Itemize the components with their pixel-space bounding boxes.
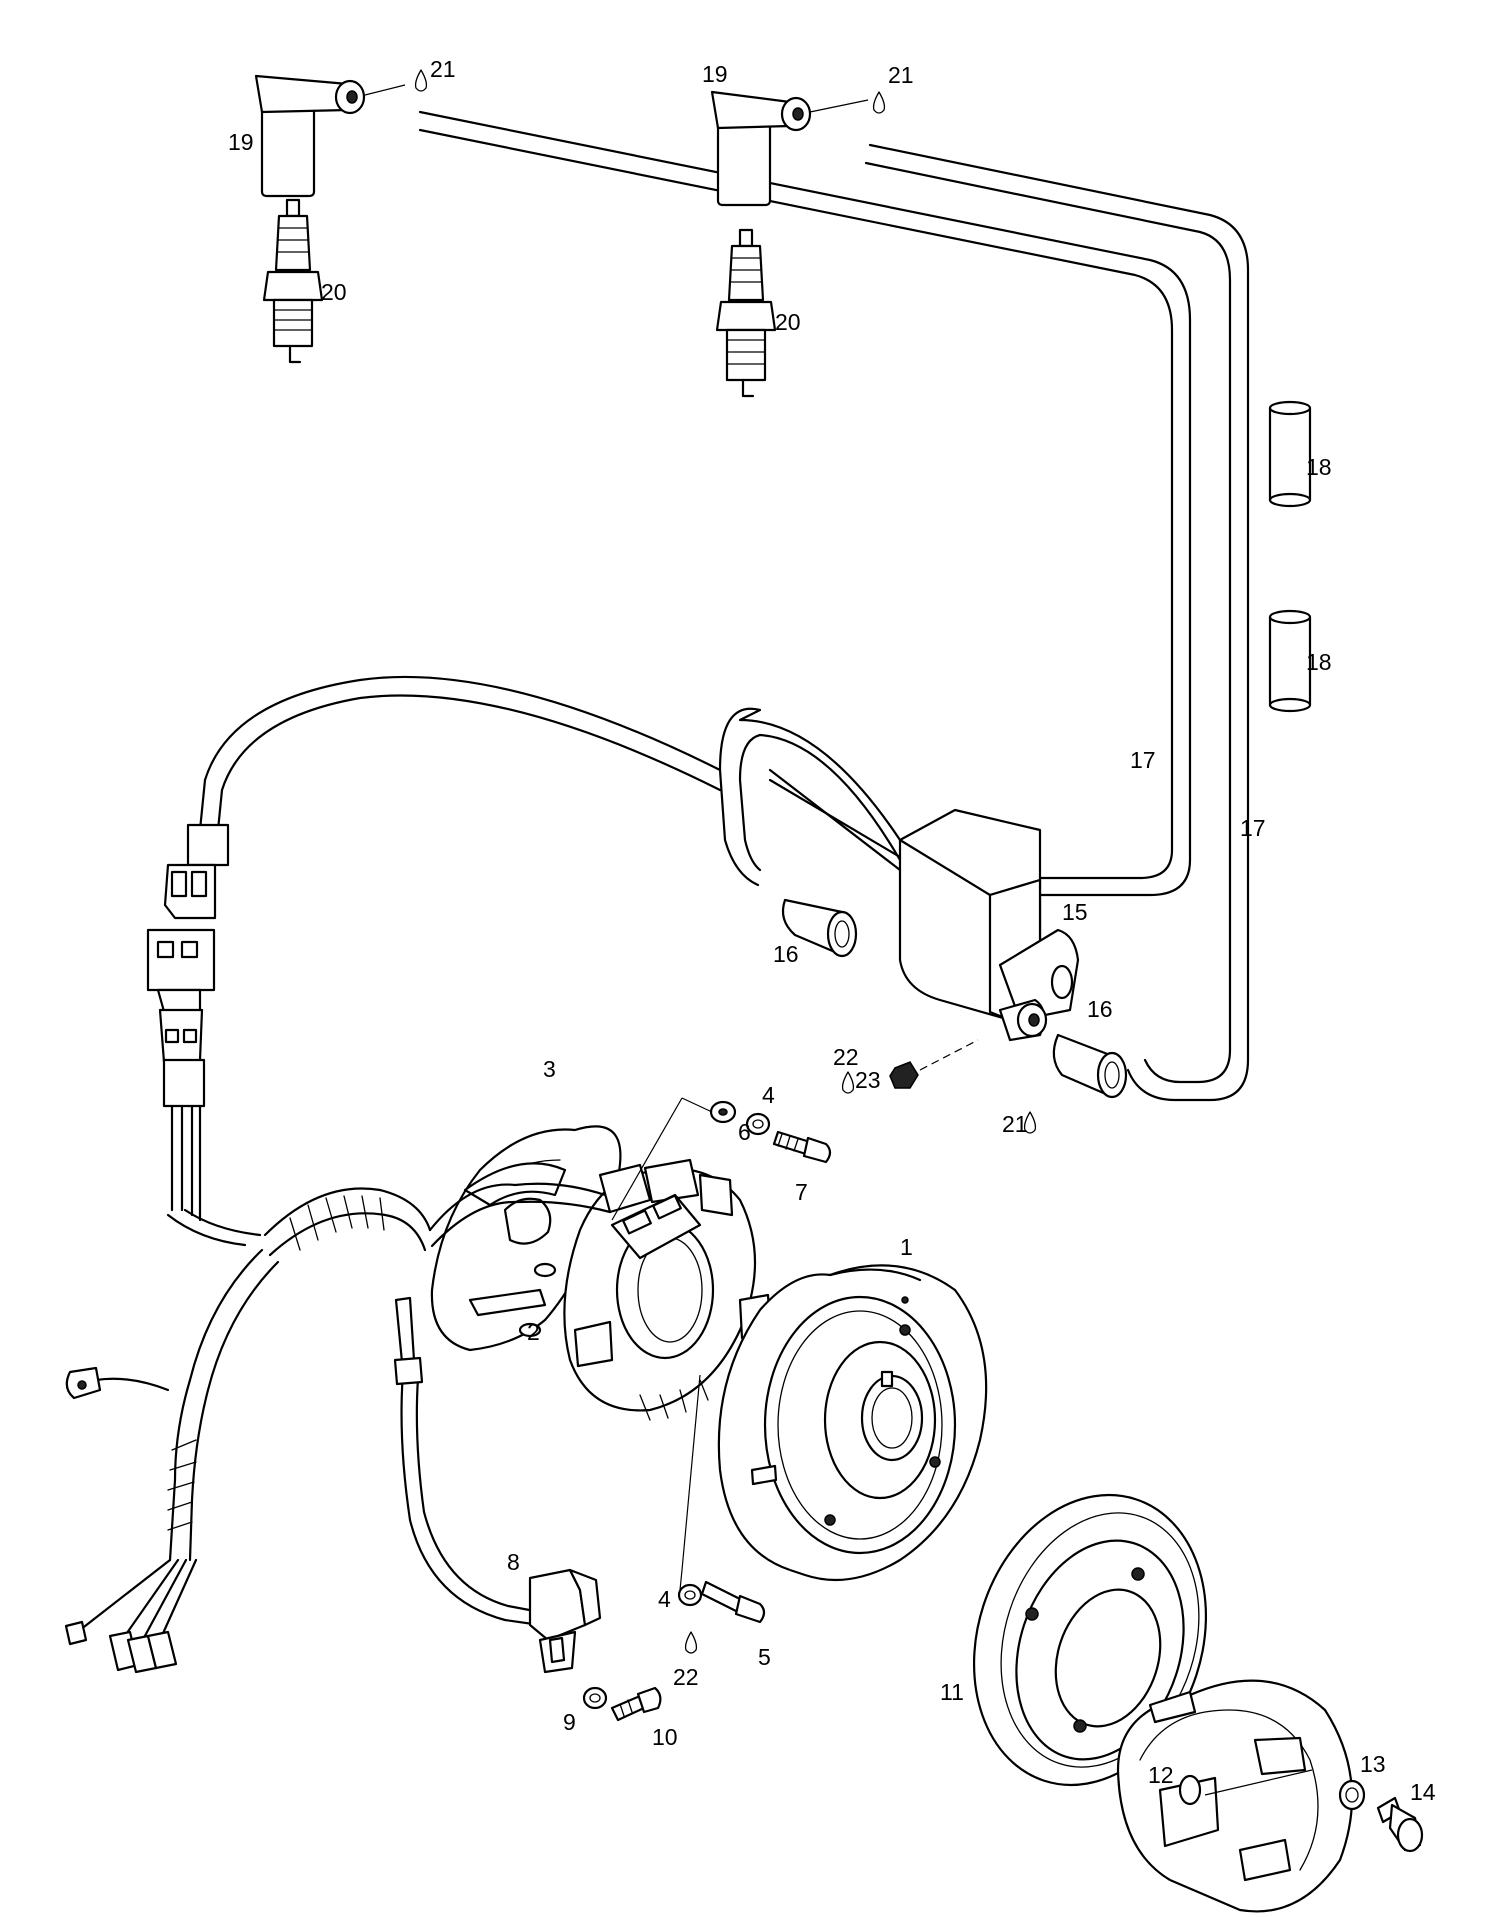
screw-10	[610, 1686, 662, 1722]
washer-4-lower	[677, 1583, 703, 1607]
callout-12: 12	[1148, 1762, 1174, 1788]
drop-icon	[1023, 1111, 1037, 1134]
callout-8: 8	[507, 1549, 520, 1575]
sleeve-lower	[1268, 609, 1312, 713]
washer-4-upper	[745, 1112, 771, 1136]
callout-23: 23	[855, 1067, 881, 1093]
drop-icon	[841, 1071, 855, 1094]
screw-7	[772, 1130, 832, 1164]
flywheel	[717, 1264, 988, 1582]
callout-11: 11	[940, 1679, 964, 1705]
callout-10: 10	[652, 1724, 678, 1750]
screw-14	[1376, 1796, 1424, 1853]
washer-6	[709, 1100, 737, 1124]
callout-19-left: 19	[228, 129, 254, 155]
drop-icon	[414, 69, 428, 92]
callout-20-left: 20	[321, 279, 347, 305]
callout-2: 2	[527, 1319, 540, 1345]
callout-16-lower: 16	[1087, 996, 1113, 1022]
callout-9: 9	[563, 1709, 576, 1735]
nut	[889, 1061, 919, 1089]
pickup-sensor	[393, 1296, 602, 1674]
housing-cover	[1116, 1679, 1354, 1913]
callout-17-left: 17	[1130, 747, 1156, 773]
callout-22-lower: 22	[673, 1664, 699, 1690]
callout-16-upper: 16	[773, 941, 799, 967]
spark-plug-left	[262, 198, 324, 364]
callout-22-upper: 22	[833, 1044, 859, 1070]
callout-18-upper: 18	[1306, 454, 1332, 480]
spark-plug-cap-right	[710, 90, 812, 207]
callout-21-coil: 21	[1002, 1111, 1028, 1137]
ignition-coil	[898, 808, 1080, 1042]
callouts: 1 2 3 4 4 5 6 7 8 9 10 11 12 13 14 15 16…	[228, 56, 1436, 1805]
callout-21-left: 21	[430, 56, 456, 82]
callout-4-lower: 4	[658, 1586, 671, 1612]
ht-lead-left	[418, 110, 1192, 897]
cap-lower	[1052, 1033, 1128, 1099]
drop-icon	[684, 1631, 698, 1654]
callout-3: 3	[543, 1056, 556, 1082]
sleeve-upper	[1268, 400, 1312, 508]
callout-13: 13	[1360, 1751, 1386, 1777]
callout-6: 6	[738, 1119, 751, 1145]
callout-15: 15	[1062, 899, 1088, 925]
callout-7: 7	[795, 1179, 808, 1205]
callout-18-lower: 18	[1306, 649, 1332, 675]
screw-5	[700, 1580, 766, 1624]
callout-17-right: 17	[1240, 815, 1266, 841]
stator	[428, 1158, 772, 1421]
callout-4-upper: 4	[762, 1082, 775, 1108]
ht-lead-right	[864, 143, 1250, 1102]
coil-lead-loop	[718, 707, 902, 887]
wire-harness	[64, 675, 722, 1674]
washer-13	[1338, 1779, 1366, 1811]
callout-5: 5	[758, 1644, 771, 1670]
washer-9	[582, 1686, 608, 1710]
callout-20-right: 20	[775, 309, 801, 335]
callout-14: 14	[1410, 1779, 1436, 1805]
spark-plug-cap-left	[254, 74, 366, 198]
callout-21-right: 21	[888, 62, 914, 88]
callout-19-right: 19	[702, 61, 728, 87]
leader-lines	[364, 84, 1313, 1796]
cap-upper	[781, 898, 858, 958]
callout-1: 1	[900, 1234, 913, 1260]
spark-plug-right	[715, 228, 777, 398]
drop-icon	[872, 91, 886, 114]
